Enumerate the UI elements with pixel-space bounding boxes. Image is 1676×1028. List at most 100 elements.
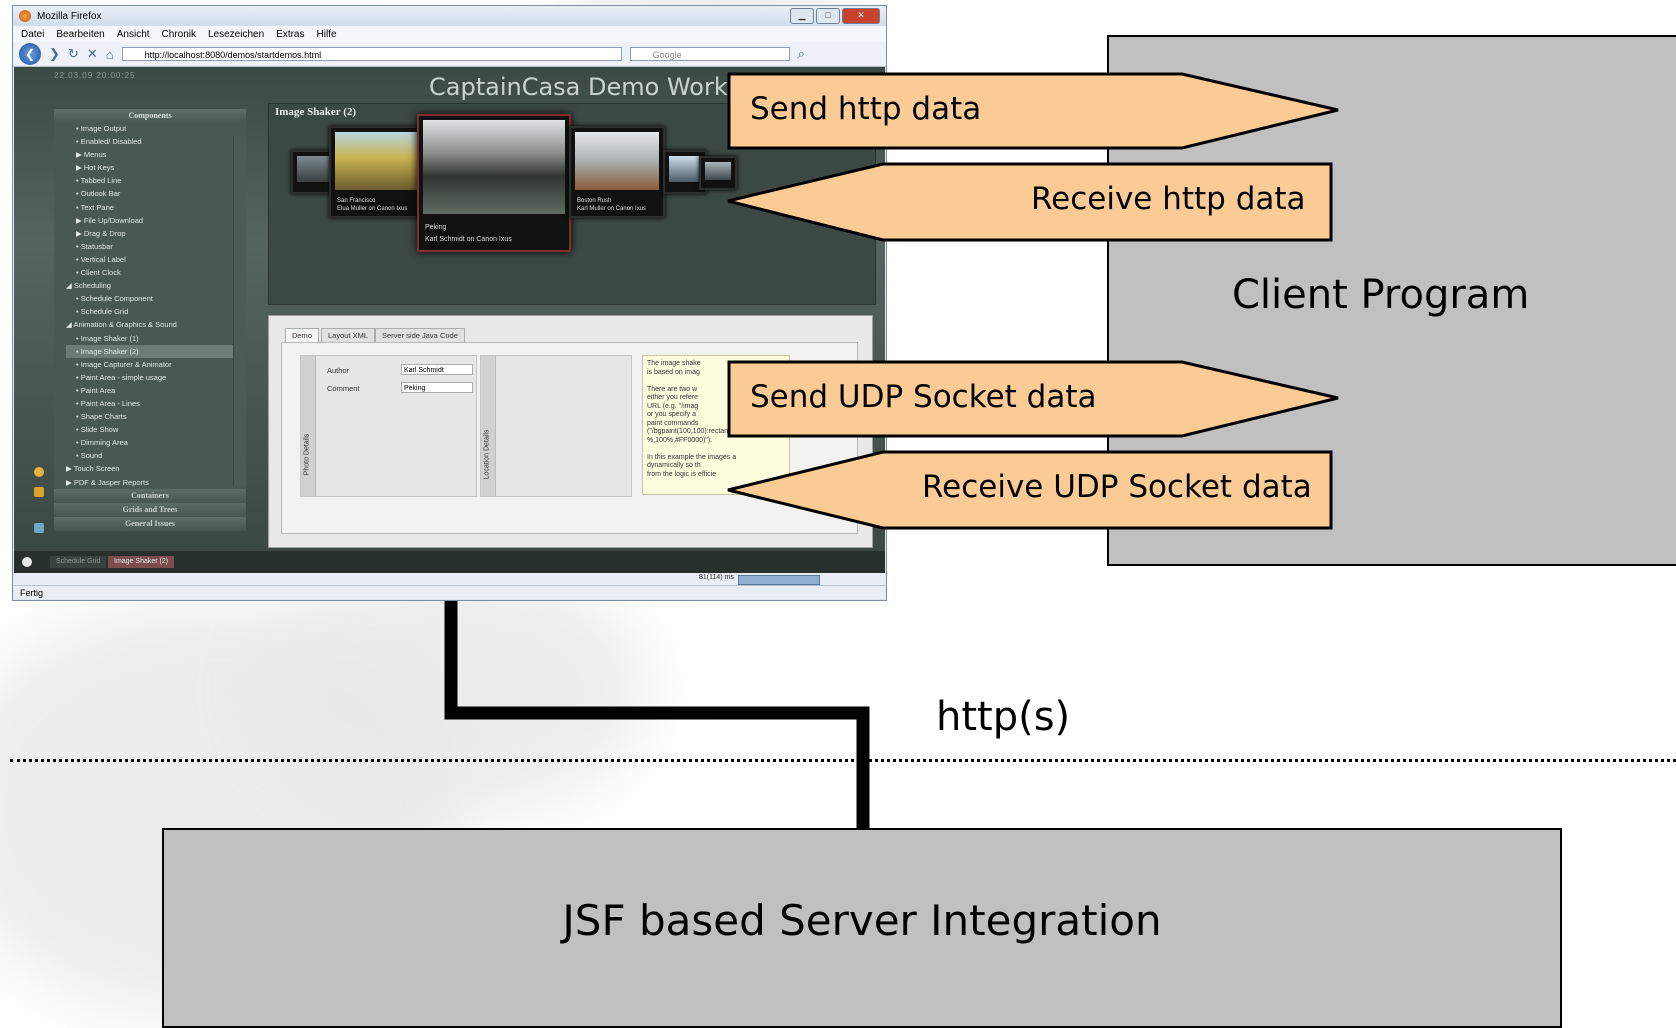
task-schedule-grid[interactable]: Schedule Grid (50, 556, 107, 568)
photo-image (575, 132, 659, 190)
tab-layout-xml[interactable]: Layout XML (321, 328, 376, 344)
sidebar-item[interactable]: ▶ File Up/Download (76, 215, 144, 225)
sidebar-item[interactable]: • Shape Charts (76, 412, 127, 422)
sidebar-item[interactable]: • Outlook Bar (76, 189, 121, 199)
receive-udp-label: Receive UDP Socket data (922, 469, 1312, 505)
send-http-arrow (727, 72, 1339, 150)
browser-titlebar: Mozilla Firefox ▁ □ ✕ (13, 6, 886, 26)
network-boundary-line (10, 759, 1676, 762)
sidebar-item[interactable]: ▶ Menus (76, 150, 107, 160)
sidebar-item[interactable]: • Dimming Area (76, 438, 128, 448)
minimize-button[interactable]: ▁ (790, 8, 814, 24)
forward-arrow-icon[interactable]: ❯ (49, 46, 60, 61)
photo-caption-title: Boston Rush (577, 198, 612, 204)
photo-thumb-small[interactable] (699, 156, 737, 190)
sidebar-group-scheduling[interactable]: ◢ Scheduling (66, 281, 111, 291)
send-http-label: Send http data (750, 91, 982, 127)
sidebar-item[interactable]: • Client Clock (76, 268, 121, 278)
receive-udp-arrow (727, 450, 1333, 530)
sidebar-item[interactable]: • Image Output (76, 124, 127, 133)
firefox-icon (19, 10, 31, 22)
send-udp-arrow (727, 360, 1339, 438)
users-icon[interactable] (34, 487, 44, 497)
menu-datei[interactable]: Datei (21, 28, 45, 40)
sidebar-item[interactable]: • Vertical Label (76, 254, 126, 264)
sidebar-section-containers[interactable]: Containers (54, 488, 246, 503)
sidebar-header[interactable]: Components (54, 109, 246, 122)
browser-statusbar: Fertig (14, 585, 885, 599)
progress-bar (738, 575, 820, 585)
sidebar-item[interactable]: • Paint Area - simple usage (76, 372, 167, 382)
component-sidebar: Components • Image Output • Enabled/ Dis… (54, 109, 246, 539)
photo-main-peking[interactable]: Peking Karl Schmidt on Canon Ixus (417, 114, 571, 252)
author-label: Author (327, 366, 350, 375)
photo-thumb-sanfrancisco[interactable]: San Francisco Elua Muller on Canon Ixus (329, 126, 429, 218)
task-image-shaker[interactable]: Image Shaker (2) (108, 556, 175, 568)
comment-field[interactable]: Peking (401, 382, 473, 393)
sidebar-item[interactable]: • Tabbed Line (76, 176, 122, 186)
sidebar-scrollbar[interactable] (233, 136, 246, 486)
sidebar-section-general[interactable]: General Issues (54, 516, 246, 531)
sidebar-item[interactable]: ▶ Drag & Drop (76, 228, 126, 238)
sidebar-group-pdf[interactable]: ▶ PDF & Jasper Reports (66, 477, 149, 487)
photo-details-strip[interactable]: Photo Details (301, 356, 316, 496)
app-taskbar: Schedule Grid Image Shaker (2) (14, 551, 885, 573)
navigation-toolbar: ❮ ❯ ↻ ✕ ⌂ http://localhost:8080/demos/st… (13, 42, 886, 67)
location-details-panel: Location Details (480, 355, 632, 497)
detail-panel: Demo Layout XML Server side Java Code Ph… (268, 315, 873, 548)
search-input[interactable]: Google (629, 47, 790, 61)
sidebar-item[interactable]: • Slide Show (76, 425, 119, 435)
menu-hilfe[interactable]: Hilfe (316, 28, 337, 40)
client-program-label: Client Program (1232, 272, 1530, 318)
photo-caption-author: Elua Muller on Canon Ixus (337, 206, 408, 212)
location-details-strip[interactable]: Location Details (481, 356, 496, 496)
protocol-label: http(s) (936, 694, 1071, 740)
back-arrow-icon[interactable]: ❮ (19, 43, 41, 65)
comment-label: Comment (327, 384, 360, 393)
sidebar-item[interactable]: • Text Pane (76, 202, 114, 212)
sidebar-item[interactable]: • Schedule Grid (76, 307, 129, 317)
menu-bar: Datei Bearbeiten Ansicht Chronik Lesezei… (13, 26, 886, 42)
sidebar-item[interactable]: • Schedule Component (76, 294, 153, 304)
sidebar-item[interactable]: • Image Capturer & Animator (76, 359, 172, 369)
maximize-button[interactable]: □ (816, 8, 840, 24)
smiley-icon[interactable] (34, 467, 44, 477)
app-menu-icon[interactable] (22, 557, 32, 567)
sidebar-item-selected[interactable]: • Image Shaker (2) (66, 344, 246, 358)
menu-lesezeichen[interactable]: Lesezeichen (208, 28, 265, 40)
sidebar-item[interactable]: • Paint Area (76, 385, 116, 395)
photo-image (669, 156, 701, 182)
timing-text: 81(114) ms (699, 574, 734, 581)
server-integration-label: JSF based Server Integration (562, 896, 1162, 945)
sidebar-item[interactable]: • Sound (76, 451, 103, 461)
photo-thumb-boston[interactable]: Boston Rush Karl Muller on Canon Ixus (569, 126, 665, 218)
stop-icon[interactable]: ✕ (86, 46, 98, 61)
photo-thumb-small[interactable] (291, 150, 339, 194)
sidebar-item[interactable]: ▶ Hot Keys (76, 163, 115, 173)
sidebar-item[interactable]: • Enabled/ Disabled (76, 137, 142, 147)
menu-ansicht[interactable]: Ansicht (116, 28, 150, 40)
timing-line: 81(114) ms (14, 573, 885, 585)
sidebar-section-grids[interactable]: Grids and Trees (54, 502, 246, 517)
chart-icon[interactable] (34, 523, 44, 533)
menu-bearbeiten[interactable]: Bearbeiten (56, 28, 105, 40)
receive-http-label: Receive http data (1031, 181, 1306, 217)
sidebar-item[interactable]: • Image Shaker (1) (76, 333, 139, 343)
reload-icon[interactable]: ↻ (67, 46, 79, 61)
search-icon[interactable]: ⌕ (797, 46, 805, 61)
server-integration-box (162, 828, 1562, 1028)
photo-details-panel: Photo Details Author Karl Schmidt Commen… (300, 355, 477, 497)
home-icon[interactable]: ⌂ (105, 46, 114, 62)
author-field[interactable]: Karl Schmidt (401, 364, 473, 375)
sidebar-item[interactable]: • Statusbar (76, 241, 113, 251)
sidebar-group-touch[interactable]: ▶ Touch Screen (66, 464, 120, 474)
sidebar-group-animation[interactable]: ◢ Animation & Graphics & Sound (66, 320, 177, 330)
menu-extras[interactable]: Extras (276, 28, 305, 40)
close-button[interactable]: ✕ (842, 8, 880, 24)
url-input[interactable]: http://localhost:8080/demos/startdemos.h… (121, 47, 622, 61)
menu-chronik[interactable]: Chronik (161, 28, 196, 40)
app-viewport: 22.03.09 20:00:25 CaptainCasa Demo Workp… (14, 67, 885, 573)
sidebar-item[interactable]: • Paint Area - Lines (76, 398, 140, 408)
tab-java-code[interactable]: Server side Java Code (375, 328, 465, 344)
